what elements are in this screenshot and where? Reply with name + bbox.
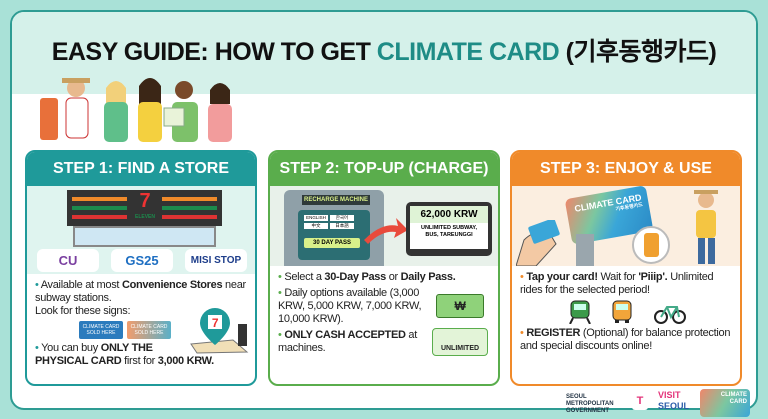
- language-option[interactable]: 한국어: [330, 215, 354, 221]
- svg-text:7: 7: [212, 316, 219, 330]
- store-front: [73, 226, 216, 247]
- traveler-5: [208, 83, 232, 142]
- language-option[interactable]: 中文: [304, 223, 328, 229]
- arrow-icon: [364, 218, 408, 244]
- transport-icons: [520, 300, 736, 324]
- subway-icon: [569, 300, 591, 324]
- step1-bullet-2: • You can buy ONLY THE PHYSICAL CARD fir…: [35, 342, 251, 368]
- step3-header: STEP 3: ENJOY & USE: [512, 152, 740, 186]
- step2-text: • Select a 30-Day Pass or Daily Pass. • …: [270, 266, 498, 356]
- step1-panel: STEP 1: FIND A STORE 7 ELEVEN CU GS25 MI…: [25, 150, 257, 386]
- sold-here-sign: CLIMATE CARD SOLD HERE: [79, 321, 123, 339]
- tap-card-illustration: CLIMATE CARD 기후동행카드: [512, 186, 740, 266]
- traveler-3: [138, 78, 162, 142]
- traveler-4: [163, 81, 198, 142]
- seoul-government-logo: SEOUL METROPOLITAN GOVERNMENT: [566, 394, 614, 414]
- header-band: [12, 12, 756, 94]
- 30-day-pass-button[interactable]: 30 DAY PASS: [304, 238, 360, 248]
- price-description: UNLIMITED SUBWAY, BUS, TAREUNGGI: [410, 223, 488, 249]
- recharge-machine: RECHARGE MACHINE ENGLISH 한국어 中文 日本語 30 D…: [284, 190, 384, 266]
- sold-here-sign: CLIMATE CARD SOLD HERE: [127, 321, 171, 339]
- step3-panel: STEP 3: ENJOY & USE CLIMATE CARD 기후동행카드 …: [510, 150, 742, 386]
- store-sign: ELEVEN: [134, 214, 155, 220]
- page-title: EASY GUIDE: HOW TO GET CLIMATE CARD (기후동…: [12, 32, 756, 68]
- title-highlight: CLIMATE CARD: [376, 38, 560, 66]
- machine-label: RECHARGE MACHINE: [302, 195, 370, 205]
- step1-header: STEP 1: FIND A STORE: [27, 152, 255, 186]
- traveler-1: [62, 78, 90, 139]
- gs25-logo: GS25: [111, 249, 173, 272]
- step3-bullet-1: • Tap your card! Wait for 'Piiip'. Unlim…: [520, 271, 714, 296]
- step2-header: STEP 2: TOP-UP (CHARGE): [270, 152, 498, 186]
- step2-bullet-1: • Select a 30-Day Pass or Daily Pass.: [278, 271, 456, 283]
- title-prefix: EASY GUIDE: HOW TO GET: [51, 38, 377, 66]
- price-text: 62,000 KRW: [410, 206, 488, 223]
- bus-icon: [612, 300, 632, 323]
- climate-card-thumbnail: CLIMATE CARD: [700, 389, 750, 417]
- step3-text: • Tap your card! Wait for 'Piiip'. Unlim…: [512, 266, 740, 353]
- price-screen: 62,000 KRW UNLIMITED SUBWAY, BUS, TAREUN…: [406, 202, 492, 256]
- tmoney-logo: T: [632, 392, 648, 410]
- step1-text: • Available at most Convenience Stores n…: [27, 274, 255, 368]
- title-suffix: (기후동행카드): [559, 38, 717, 66]
- traveler-2: [104, 81, 128, 142]
- hand-with-card-icon: [516, 220, 560, 266]
- step2-panel: STEP 2: TOP-UP (CHARGE) RECHARGE MACHINE…: [268, 150, 500, 386]
- convenience-store-illustration: 7 ELEVEN CU GS25 MISI STOP: [27, 186, 255, 274]
- sold-here-signs: CLIMATE CARD SOLD HERE CLIMATE CARD SOLD…: [79, 321, 251, 339]
- unlimited-badge: UNLIMITED: [432, 328, 488, 356]
- step1-bullet-1: • Available at most Convenience Stores n…: [35, 279, 246, 317]
- seven-eleven-logo: 7: [139, 190, 151, 212]
- machine-screen: ENGLISH 한국어 中文 日本語 30 DAY PASS: [298, 210, 370, 260]
- cash-icon: ₩: [436, 294, 484, 318]
- bicycle-icon: [654, 306, 686, 324]
- seoul-text: SEOUL: [658, 401, 690, 411]
- ministop-logo: MISI STOP: [185, 249, 247, 272]
- language-option[interactable]: ENGLISH: [304, 215, 328, 221]
- recharge-machine-illustration: RECHARGE MACHINE ENGLISH 한국어 中文 日本語 30 D…: [270, 186, 498, 266]
- card-reader-icon: [632, 226, 670, 264]
- travelers-illustration: [40, 78, 232, 142]
- map-pin-icon: 7: [190, 308, 249, 354]
- step2-bullet-3: • ONLY CASH ACCEPTED at machines.: [278, 329, 417, 354]
- turnstile: [576, 234, 594, 266]
- store-roof: 7 ELEVEN: [67, 190, 222, 226]
- step2-bullet-2: • Daily options available (3,000 KRW, 5,…: [278, 287, 422, 325]
- traveler-illustration: [694, 190, 718, 264]
- step3-bullet-2: • REGISTER (Optional) for balance protec…: [520, 327, 731, 352]
- language-option[interactable]: 日本語: [330, 223, 354, 229]
- visit-text: VISIT: [658, 390, 681, 400]
- cu-logo: CU: [37, 249, 99, 272]
